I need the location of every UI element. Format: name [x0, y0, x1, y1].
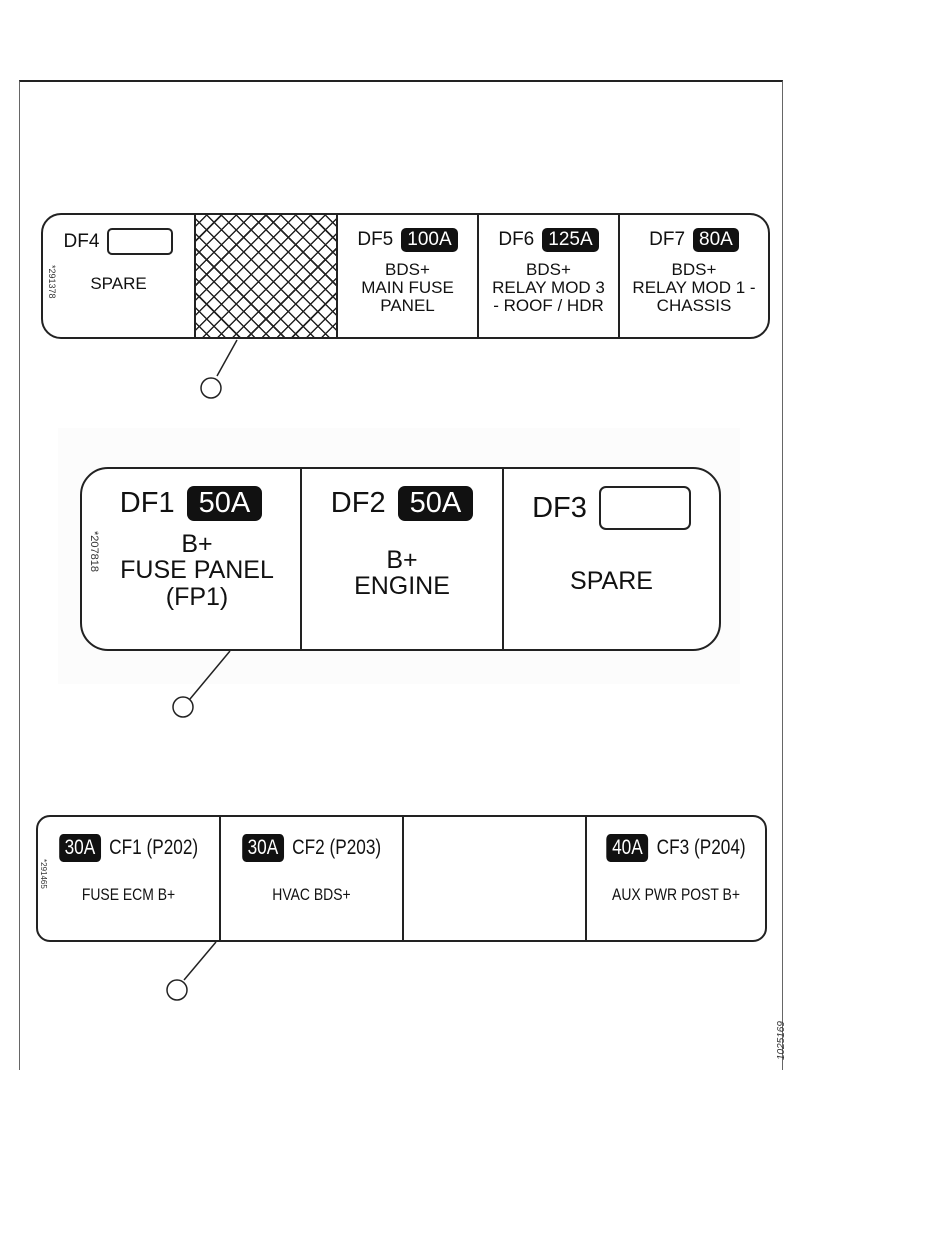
- fuse-cell-df5: DF5 100A BDS+ MAIN FUSE PANEL: [338, 215, 479, 337]
- callout-leader-3: [166, 941, 217, 1001]
- fuse-cell-df3: DF3 SPARE: [504, 469, 719, 649]
- fuse-cell-df4: DF4 SPARE *291378: [43, 215, 196, 337]
- leader-line: [189, 650, 231, 700]
- callout-circle: [200, 377, 222, 399]
- fuse-description: B+ FUSE PANEL (FP1): [120, 530, 274, 611]
- fuse-id: DF7: [649, 229, 686, 250]
- fuse-id: DF4: [63, 230, 100, 252]
- fuse-label-df4-df7: DF4 SPARE *291378 DF5 100A BDS+ MAIN FUS…: [41, 213, 770, 339]
- callout-leader-2: [172, 650, 231, 718]
- figure-id: 1025169: [776, 1021, 787, 1060]
- fuse-description: BDS+ RELAY MOD 1 - CHASSIS: [632, 260, 756, 315]
- fuse-rating-badge: 40A: [606, 834, 649, 862]
- fuse-cell-df1: DF1 50A B+ FUSE PANEL (FP1) *207818: [82, 469, 302, 649]
- fuse-rating-badge: 30A: [241, 834, 284, 862]
- fuse-label-df1-df3: DF1 50A B+ FUSE PANEL (FP1) *207818 DF2 …: [80, 467, 721, 651]
- callout-circle: [166, 979, 188, 1001]
- fuse-id: DF1: [119, 487, 175, 519]
- callout-leader-1: [200, 339, 238, 399]
- fuse-rating-badge: 100A: [401, 228, 458, 252]
- fuse-description: HVAC BDS+: [272, 885, 351, 904]
- fuse-description: SPARE: [90, 274, 147, 293]
- blank-rating-box: [107, 228, 174, 255]
- part-number: *291378: [47, 265, 57, 299]
- fuse-cell-df7: DF7 80A BDS+ RELAY MOD 1 - CHASSIS: [620, 215, 768, 337]
- fuse-description: B+ ENGINE: [354, 546, 450, 601]
- fuse-cell-df6: DF6 125A BDS+ RELAY MOD 3 - ROOF / HDR: [479, 215, 620, 337]
- blank-rating-box: [598, 486, 691, 530]
- fuse-cell-cf3: 40A CF3 (P204) AUX PWR POST B+: [587, 817, 765, 940]
- leader-line: [216, 339, 238, 377]
- fuse-id: CF3 (P204): [656, 836, 746, 859]
- fuse-description: BDS+ RELAY MOD 3 - ROOF / HDR: [492, 260, 605, 315]
- part-number: *291465: [39, 859, 48, 889]
- part-number: *207818: [88, 531, 100, 572]
- fuse-id: CF2 (P203): [292, 836, 382, 859]
- fuse-rating-badge: 50A: [186, 486, 263, 521]
- empty-cell: [404, 817, 587, 940]
- fuse-id: CF1 (P202): [109, 836, 199, 859]
- fuse-description: AUX PWR POST B+: [612, 885, 740, 904]
- callout-circle: [172, 696, 194, 718]
- fuse-cell-df2: DF2 50A B+ ENGINE: [302, 469, 504, 649]
- fuse-description: FUSE ECM B+: [81, 885, 176, 904]
- fuse-id: DF5: [357, 229, 394, 250]
- fuse-description: SPARE: [570, 567, 653, 595]
- fuse-id: DF3: [532, 491, 587, 524]
- fuse-cell-cf1: 30A CF1 (P202) FUSE ECM B+ *291465: [38, 817, 221, 940]
- hatched-blocked-cell: [196, 215, 338, 337]
- fuse-rating-badge: 50A: [397, 486, 474, 521]
- fuse-description: BDS+ MAIN FUSE PANEL: [361, 260, 454, 315]
- fuse-id: DF2: [330, 487, 386, 519]
- fuse-id: DF6: [498, 229, 535, 250]
- fuse-rating-badge: 30A: [58, 834, 101, 862]
- leader-line: [183, 941, 217, 981]
- fuse-label-cf1-cf3: 30A CF1 (P202) FUSE ECM B+ *291465 30A C…: [36, 815, 767, 942]
- fuse-rating-badge: 80A: [693, 228, 739, 252]
- fuse-cell-cf2: 30A CF2 (P203) HVAC BDS+: [221, 817, 404, 940]
- figure-frame: [19, 80, 783, 1070]
- fuse-rating-badge: 125A: [542, 228, 599, 252]
